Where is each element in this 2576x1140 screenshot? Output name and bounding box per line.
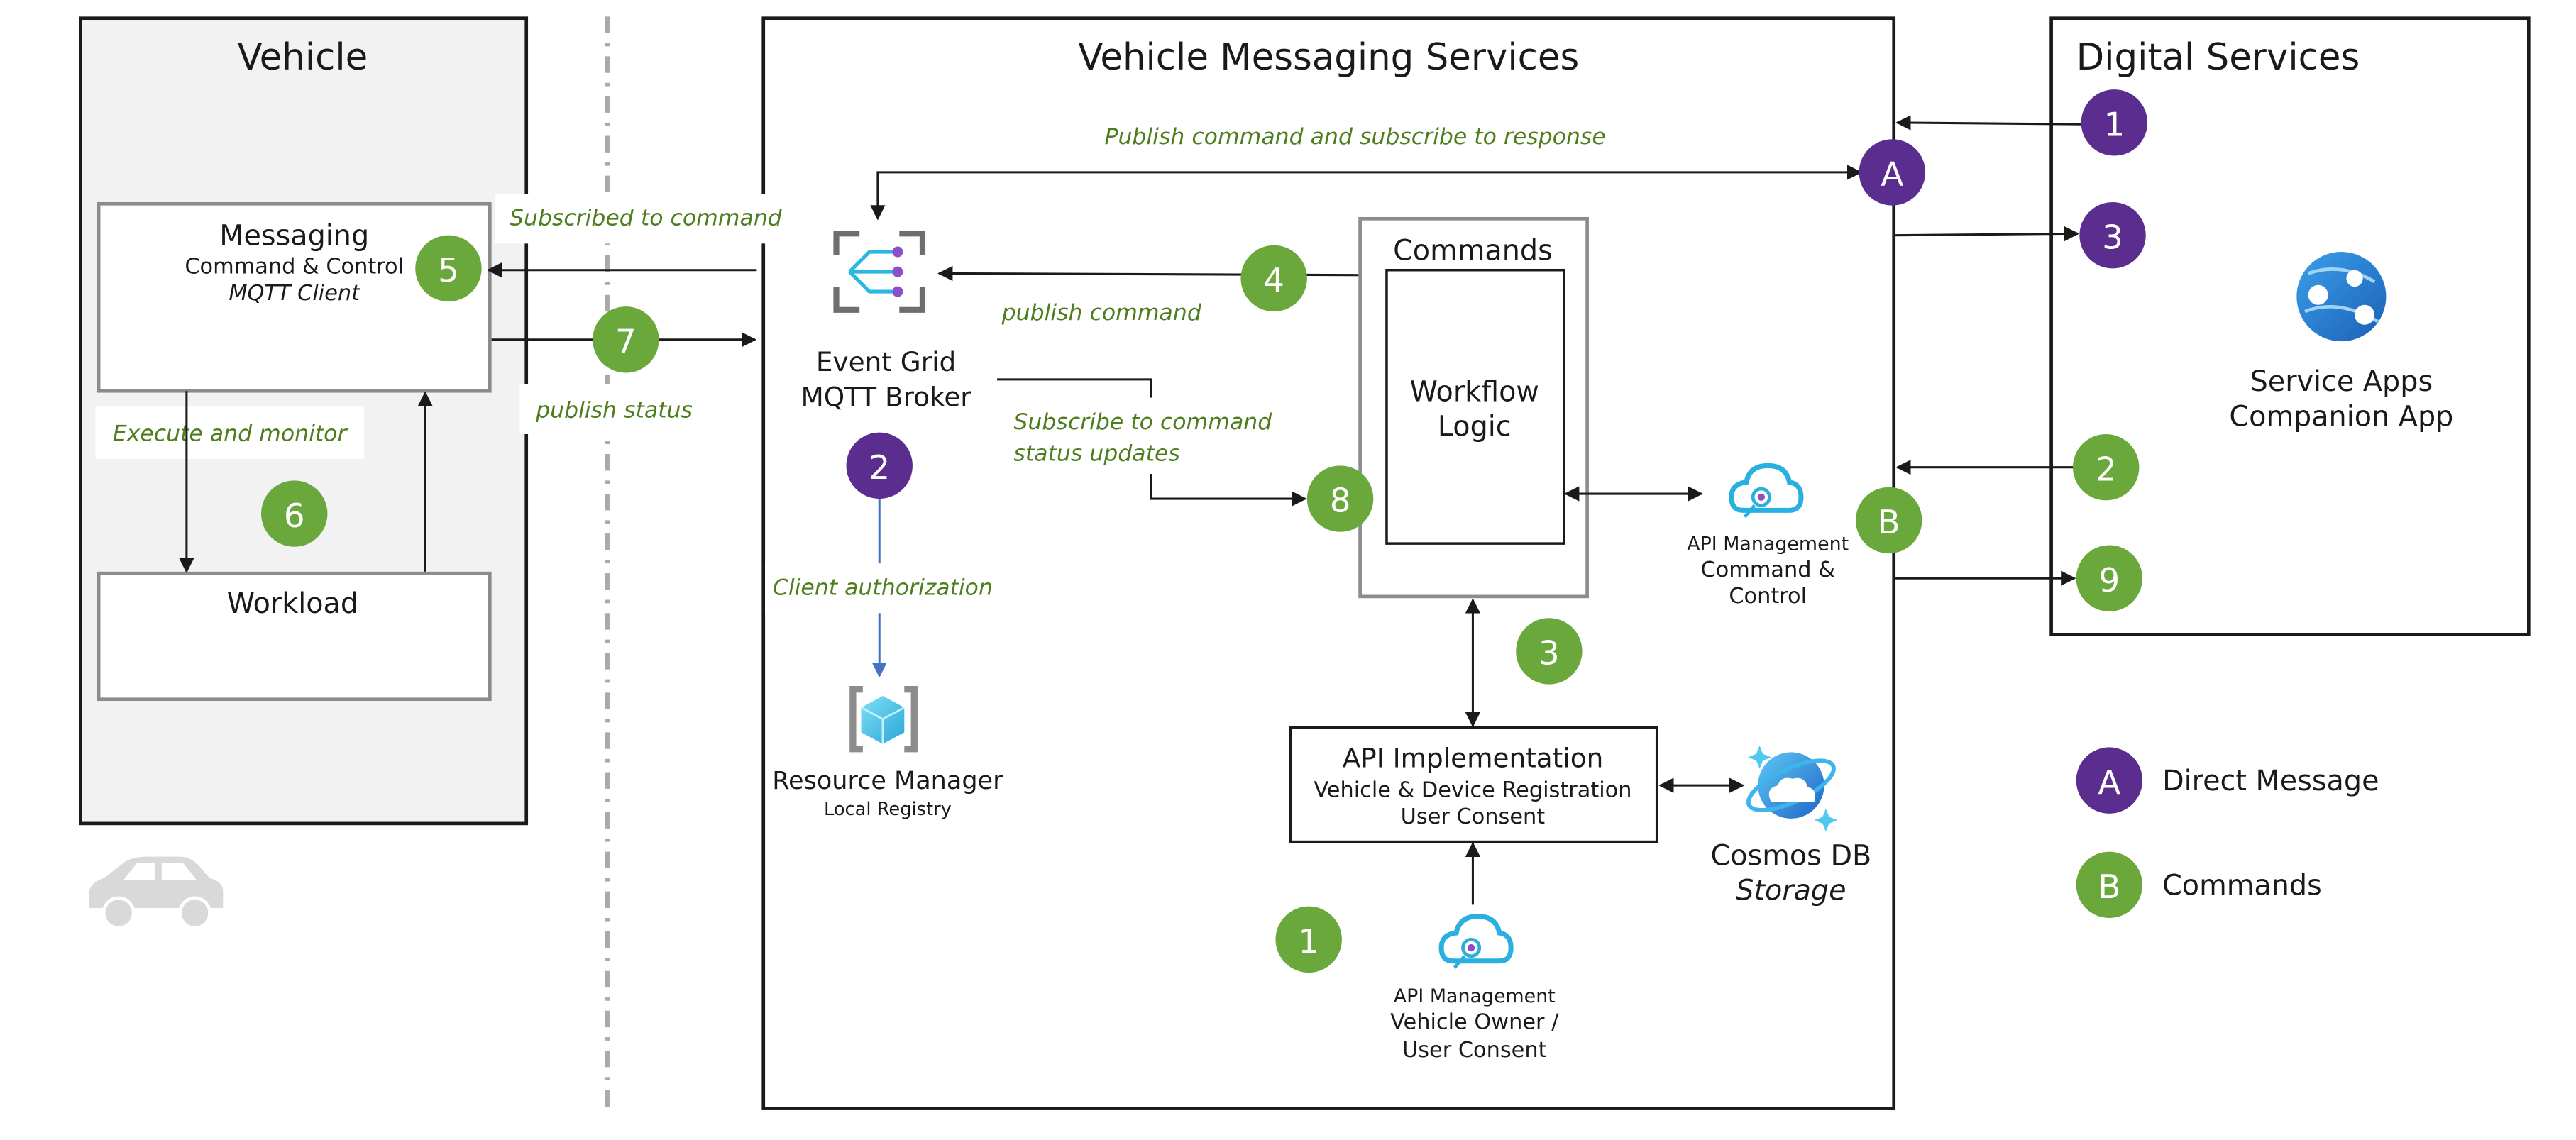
api-impl-title: API Implementation — [1343, 742, 1604, 773]
legend: A Direct Message B Commands — [2076, 747, 2379, 919]
workload-box: Workload — [97, 571, 492, 702]
svg-text:6: 6 — [284, 497, 305, 536]
svg-text:3: 3 — [2102, 218, 2123, 257]
resource-manager-label-2: Local Registry — [824, 799, 952, 820]
svg-text:8: 8 — [1330, 482, 1351, 521]
svg-text:2: 2 — [2096, 450, 2117, 489]
api-impl-line2: Vehicle & Device Registration — [1314, 777, 1631, 802]
badge-b: B — [1855, 487, 1922, 554]
badge-purple-1: 1 — [2081, 89, 2148, 156]
badge-purple-3: 3 — [2079, 201, 2146, 269]
svg-text:9: 9 — [2099, 562, 2120, 600]
badge-green-1: 1 — [1275, 906, 1342, 973]
publish-status-bg — [519, 384, 699, 434]
api-management-cc-icon — [1729, 463, 1804, 519]
commands-box: Commands Workflow Logic — [1358, 216, 1589, 599]
subscribed-label: Subscribed to command — [510, 206, 783, 231]
badge-a: A — [1859, 139, 1926, 206]
digital-title: Digital Services — [2076, 36, 2360, 79]
workflow-label-2: Logic — [1438, 410, 1512, 443]
cosmos-label-1: Cosmos DB — [1711, 839, 1872, 872]
a-to-p3-arrow — [1895, 226, 2080, 242]
svg-text:1: 1 — [1298, 923, 1319, 961]
workflow-box — [1385, 268, 1565, 545]
messaging-box: Messaging Command & Control MQTT Client — [97, 201, 492, 393]
execute-label: Execute and monitor — [113, 421, 348, 446]
app-label-1: Service Apps — [2250, 365, 2433, 398]
p1-to-a-arrow — [1895, 115, 2084, 131]
svg-text:2: 2 — [869, 449, 890, 487]
publish-subscribe-label: Publish command and subscribe to respons… — [1104, 124, 1605, 150]
badge-green-5: 5 — [415, 235, 482, 302]
svg-text:B: B — [2098, 868, 2120, 907]
apim-owner-label-1: API Management — [1394, 985, 1556, 1007]
vms-panel: Vehicle Messaging Services Publish comma… — [486, 16, 1896, 1110]
resource-manager-icon — [849, 686, 918, 753]
event-grid-label-1: Event Grid — [816, 346, 956, 377]
vehicle-panel: Vehicle Messaging Command & Control MQTT… — [79, 16, 529, 930]
svg-text:4: 4 — [1263, 262, 1284, 300]
badges: A B 5 7 6 4 8 3 — [260, 89, 2148, 973]
client-auth-label: Client authorization — [773, 575, 993, 601]
svg-text:5: 5 — [438, 252, 459, 290]
messaging-subtitle: Command & Control — [185, 254, 404, 279]
badge-green-6: 6 — [260, 480, 328, 547]
publish-status-label: publish status — [535, 398, 693, 424]
badge-green-4: 4 — [1240, 245, 1307, 312]
vehicle-title: Vehicle — [238, 36, 368, 79]
apim-cc-label-2: Command & — [1701, 558, 1835, 582]
cosmos-db-icon — [1746, 746, 1838, 832]
apim-cc-label-3: Control — [1729, 584, 1807, 609]
apim-cc-label-1: API Management — [1687, 533, 1849, 555]
apim-owner-label-2: Vehicle Owner / — [1390, 1010, 1559, 1035]
app-label-2: Companion App — [2229, 400, 2453, 433]
car-icon — [89, 856, 224, 930]
svg-text:3: 3 — [1539, 635, 1560, 673]
badge-green-8: 8 — [1306, 465, 1374, 532]
svg-text:A: A — [1881, 156, 1903, 194]
subscribe-updates-bg — [1003, 397, 1302, 475]
execute-label-bg — [95, 406, 364, 460]
badge-green-2: 2 — [2072, 433, 2140, 501]
client-auth-bg — [765, 563, 1001, 614]
svg-text:Direct Message: Direct Message — [2162, 765, 2379, 797]
svg-text:Commands: Commands — [2162, 869, 2322, 902]
api-impl-line3: User Consent — [1401, 804, 1546, 829]
badge-green-7: 7 — [593, 306, 659, 373]
badge-green-3: 3 — [1516, 618, 1583, 685]
resource-manager-label-1: Resource Manager — [772, 766, 1003, 795]
svg-text:B: B — [1878, 504, 1900, 542]
legend-item-commands: B Commands — [2076, 851, 2322, 919]
commands-title: Commands — [1393, 235, 1553, 267]
a-to-eventgrid-arrow — [870, 165, 1863, 221]
publish-command-label: publish command — [1001, 300, 1202, 326]
workload-label: Workload — [227, 587, 358, 620]
badge-purple-2-broker: 2 — [846, 432, 913, 499]
api-implementation-box: API Implementation Vehicle & Device Regi… — [1289, 726, 1658, 843]
subscribe-updates-label-1: Subscribe to command — [1013, 409, 1272, 435]
app-services-icon — [2296, 252, 2387, 342]
svg-text:1: 1 — [2104, 106, 2125, 145]
workflow-label-1: Workflow — [1410, 375, 1539, 408]
subscribe-updates-label-2: status updates — [1013, 441, 1179, 466]
api-management-owner-icon — [1438, 914, 1514, 969]
svg-text:7: 7 — [615, 323, 637, 362]
event-grid-icon — [833, 231, 926, 313]
messaging-title: Messaging — [219, 220, 369, 253]
subscribed-label-bg — [495, 194, 787, 244]
event-grid-label-2: MQTT Broker — [800, 381, 971, 412]
apim-owner-label-3: User Consent — [1402, 1038, 1547, 1063]
messaging-client: MQTT Client — [229, 281, 360, 306]
vms-title: Vehicle Messaging Services — [1078, 36, 1579, 79]
svg-text:A: A — [2098, 764, 2120, 802]
badge-green-9: 9 — [2076, 545, 2143, 611]
legend-item-direct-message: A Direct Message — [2076, 747, 2379, 814]
cosmos-label-2: Storage — [1736, 874, 1846, 907]
